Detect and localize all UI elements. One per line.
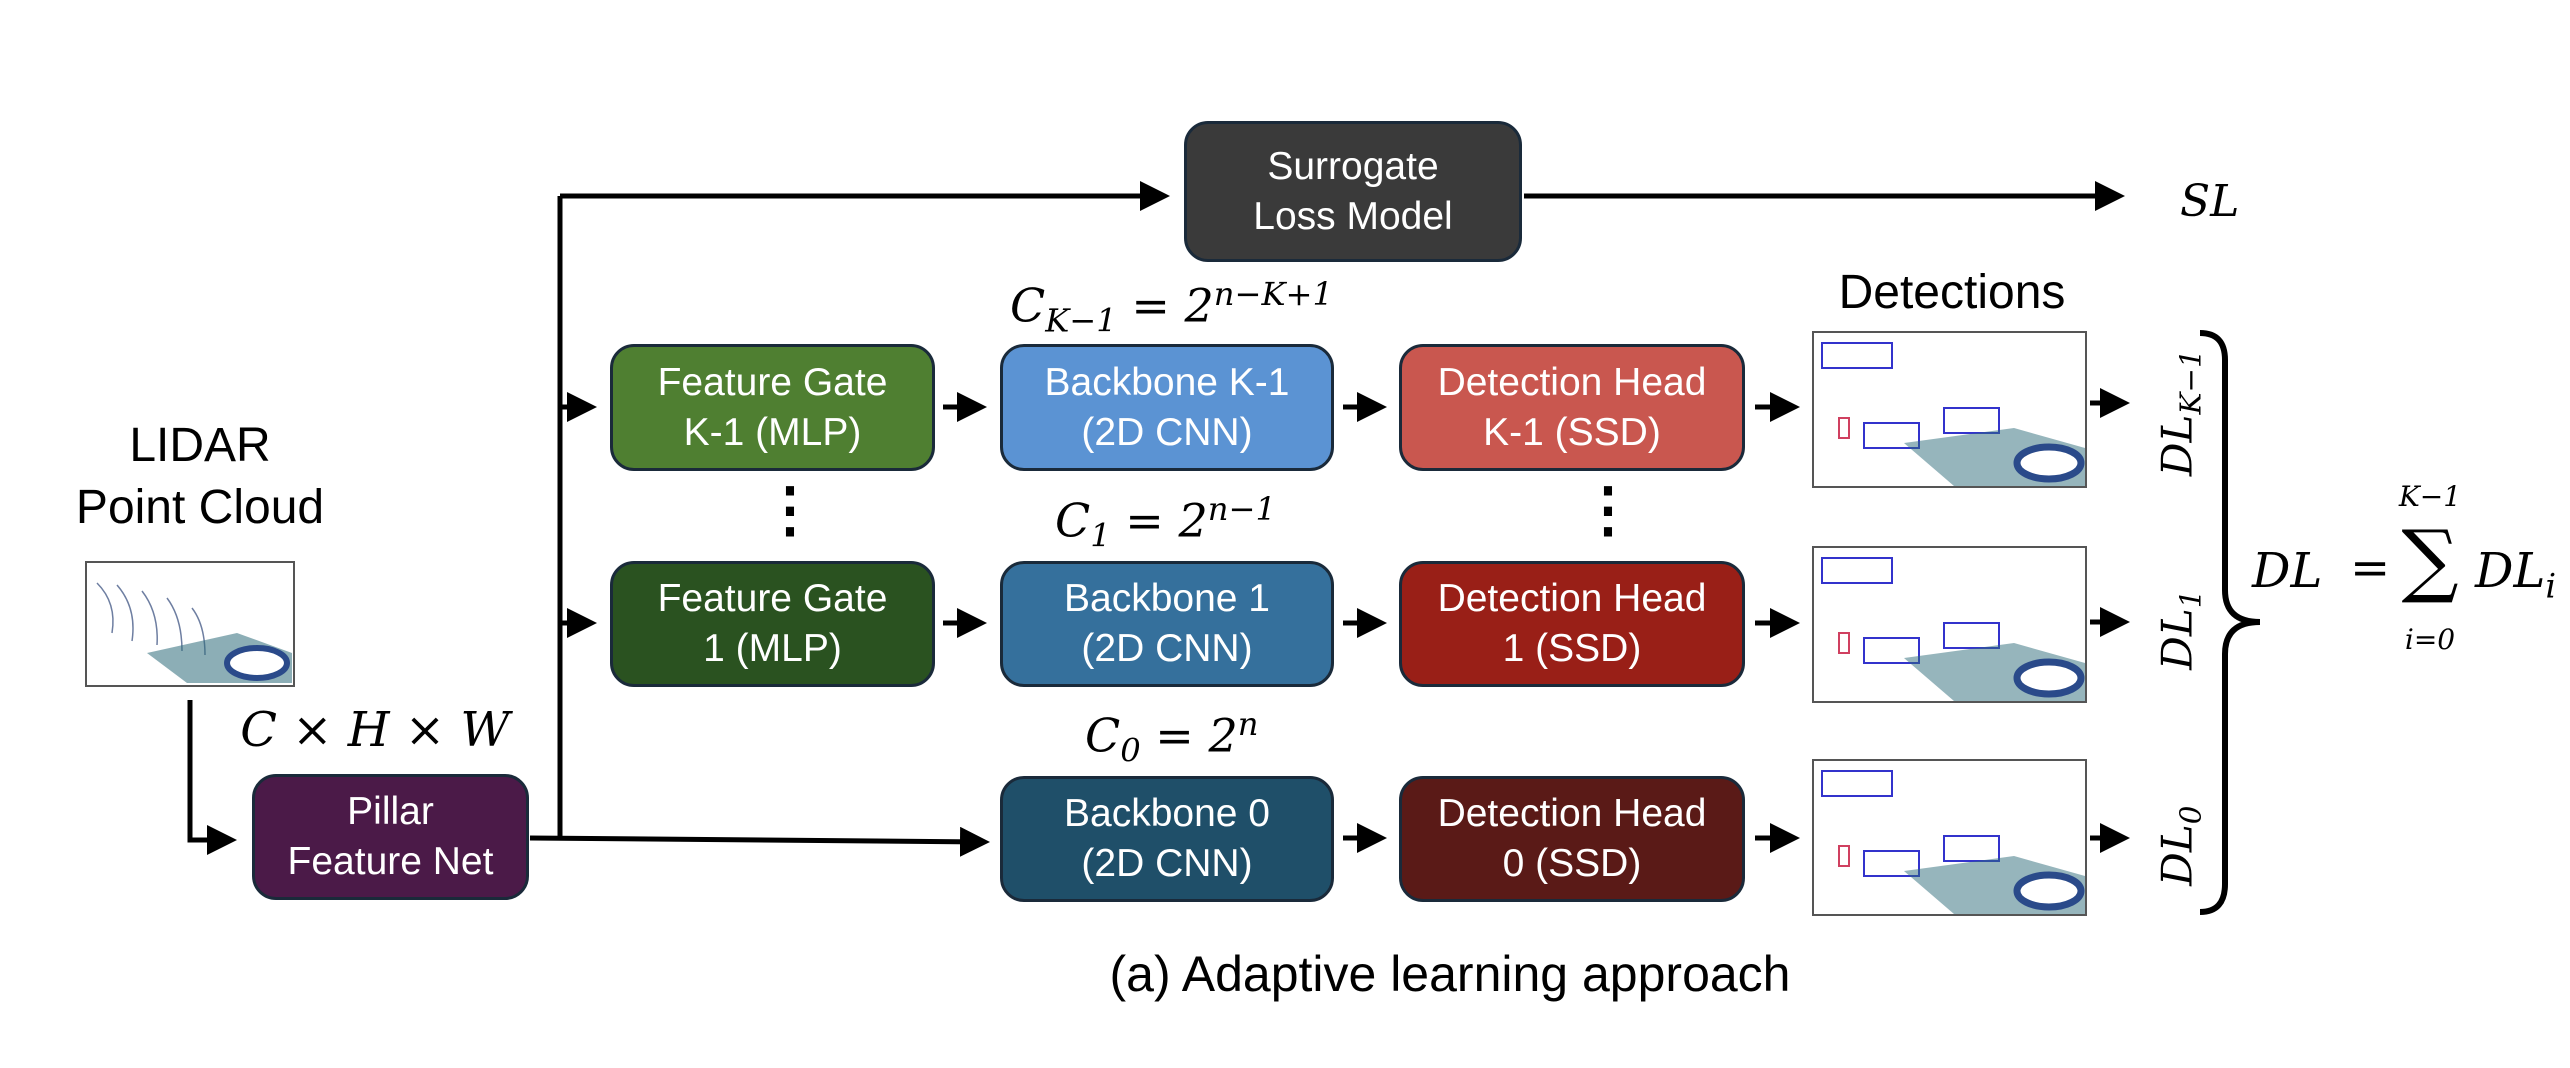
point-cloud-icon bbox=[96, 582, 292, 683]
backbone-k1: Backbone K-1 (2D CNN) bbox=[1000, 344, 1334, 471]
detection-head-k1: Detection Head K-1 (SSD) bbox=[1399, 344, 1745, 471]
detection-boxes-icon bbox=[1821, 342, 2085, 486]
ellipsis-detection-heads: ⋮ bbox=[1578, 476, 1638, 543]
loss-label-1: DL1 bbox=[2152, 589, 2208, 670]
surrogate-loss-model: Surrogate Loss Model bbox=[1184, 121, 1522, 262]
channel-label-1: C1 = 2n−1 bbox=[1055, 490, 1276, 555]
detection-image-0 bbox=[1812, 759, 2087, 916]
detection-boxes-icon bbox=[1821, 557, 2085, 701]
backbone-0: Backbone 0 (2D CNN) bbox=[1000, 776, 1334, 902]
loss-label-k1: DLK−1 bbox=[2152, 349, 2208, 477]
channel-label-0: C0 = 2n bbox=[1085, 705, 1259, 770]
lidar-title: LIDAR Point Cloud bbox=[75, 419, 325, 534]
feature-gate-k1: Feature Gate K-1 (MLP) bbox=[610, 344, 935, 471]
total-loss-formula: DL = K−1 ∑ i=0 DLi bbox=[2252, 480, 2557, 656]
detection-head-1: Detection Head 1 (SSD) bbox=[1399, 561, 1745, 687]
sum-term: DLi bbox=[2475, 543, 2557, 606]
detection-head-0: Detection Head 0 (SSD) bbox=[1399, 776, 1745, 902]
brace bbox=[2199, 330, 2261, 915]
detection-image-k1 bbox=[1812, 331, 2087, 488]
detections-title: Detections bbox=[1838, 266, 2066, 319]
surrogate-loss-output: SL bbox=[2180, 176, 2240, 227]
dims-label: C × H × W bbox=[240, 702, 510, 758]
ellipsis-feature-gates: ⋮ bbox=[760, 476, 820, 543]
lidar-point-cloud-image bbox=[85, 561, 295, 687]
feature-gate-1: Feature Gate 1 (MLP) bbox=[610, 561, 935, 687]
backbone-1: Backbone 1 (2D CNN) bbox=[1000, 561, 1334, 687]
arrow-pillar-to-backbone0 bbox=[529, 826, 990, 857]
arrow-lidar-to-pillar bbox=[187, 700, 237, 855]
loss-label-0: DL0 bbox=[2152, 805, 2208, 886]
channel-label-k1: CK−1 = 2n−K+1 bbox=[1010, 275, 1333, 340]
detection-image-1 bbox=[1812, 546, 2087, 703]
detection-boxes-icon bbox=[1821, 770, 2085, 914]
pillar-feature-net: Pillar Feature Net bbox=[252, 774, 529, 900]
figure-caption: (a) Adaptive learning approach bbox=[1109, 946, 1791, 1002]
